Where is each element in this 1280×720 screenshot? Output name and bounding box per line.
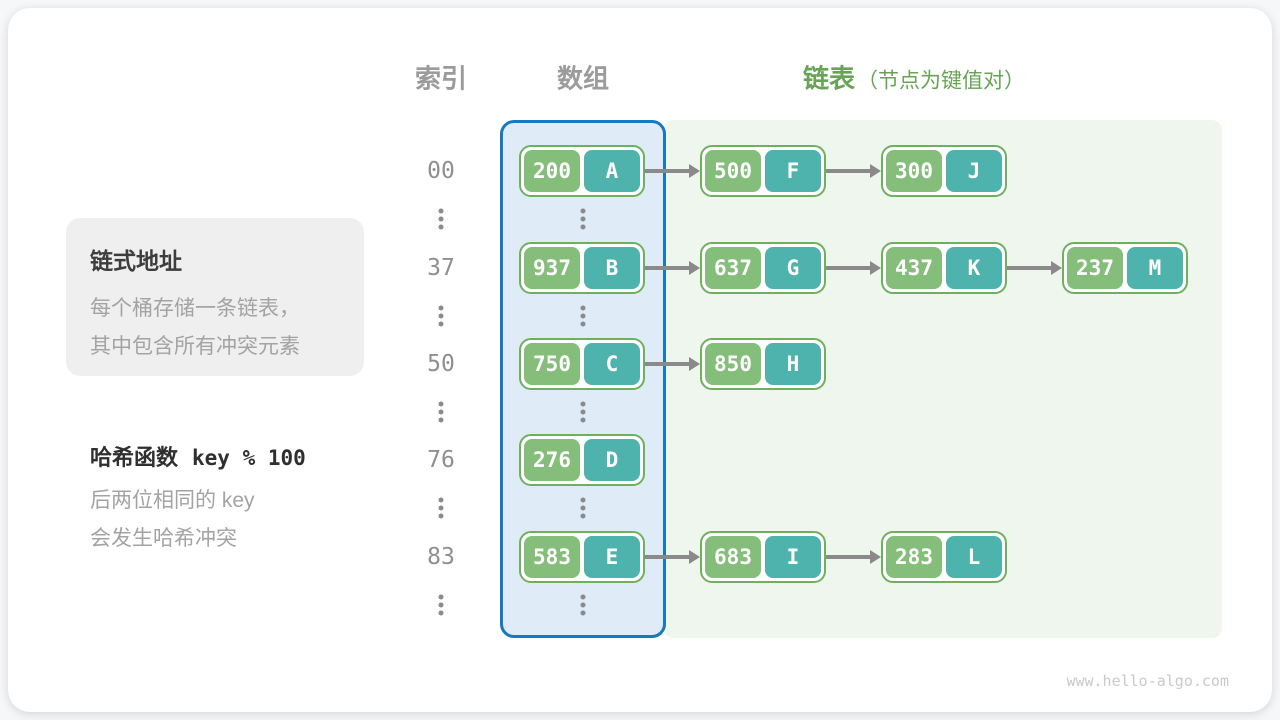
hash-function-label: 哈希函数 — [90, 445, 179, 470]
key-cell: 683 — [705, 536, 761, 578]
key-cell: 850 — [705, 343, 761, 385]
key-cell: 437 — [886, 247, 942, 289]
key-cell: 500 — [705, 150, 761, 192]
hash-function-note: 哈希函数 key % 100 后两位相同的 key 会发生哈希冲突 — [90, 440, 306, 558]
key-cell: 237 — [1067, 247, 1123, 289]
hash-function-formula: key % 100 — [192, 446, 306, 470]
key-cell: 583 — [524, 536, 580, 578]
value-cell: B — [584, 247, 640, 289]
arrow-icon — [645, 338, 700, 390]
index-label: 83 — [427, 544, 455, 570]
ellipsis-dots — [438, 497, 444, 519]
value-cell: I — [765, 536, 821, 578]
hash-function-title: 哈希函数 key % 100 — [90, 440, 306, 472]
key-cell: 937 — [524, 247, 580, 289]
index-label: 50 — [427, 351, 455, 377]
info-box-title: 链式地址 — [90, 248, 182, 274]
value-cell: G — [765, 247, 821, 289]
watermark: www.hello-algo.com — [1066, 672, 1229, 690]
column-header-index: 索引 — [414, 63, 468, 94]
arrow-icon — [1007, 242, 1062, 294]
ellipsis-dots — [580, 497, 586, 519]
ellipsis-dots — [580, 401, 586, 423]
index-label: 00 — [427, 158, 455, 184]
ellipsis-dots — [580, 305, 586, 327]
arrow-icon — [826, 242, 881, 294]
hash-note-line: 会发生哈希冲突 — [90, 527, 237, 550]
value-cell: J — [946, 150, 1002, 192]
value-cell: D — [584, 439, 640, 481]
value-cell: C — [584, 343, 640, 385]
list-header-note: （节点为键值对） — [857, 69, 1026, 93]
hash-note-line: 后两位相同的 key — [90, 489, 255, 512]
info-box: 链式地址 每个桶存储一条链表， 其中包含所有冲突元素 — [66, 218, 364, 376]
key-cell: 283 — [886, 536, 942, 578]
index-label: 76 — [427, 447, 455, 473]
arrow-icon — [826, 531, 881, 583]
ellipsis-dots — [438, 594, 444, 616]
ellipsis-dots — [580, 208, 586, 230]
list-header-label: 链表 — [803, 63, 856, 94]
ellipsis-dots — [580, 594, 586, 616]
column-header-list: 链表（节点为键值对） — [803, 59, 1025, 96]
ellipsis-dots — [438, 401, 444, 423]
key-cell: 200 — [524, 150, 580, 192]
info-box-line: 每个桶存储一条链表， — [90, 297, 300, 320]
arrow-icon — [826, 145, 881, 197]
column-header-array: 数组 — [556, 63, 610, 94]
value-cell: F — [765, 150, 821, 192]
key-cell: 637 — [705, 247, 761, 289]
value-cell: A — [584, 150, 640, 192]
value-cell: K — [946, 247, 1002, 289]
info-box-line: 其中包含所有冲突元素 — [90, 335, 300, 358]
key-cell: 300 — [886, 150, 942, 192]
arrow-icon — [645, 242, 700, 294]
ellipsis-dots — [438, 208, 444, 230]
key-cell: 750 — [524, 343, 580, 385]
ellipsis-dots — [438, 305, 444, 327]
key-cell: 276 — [524, 439, 580, 481]
index-label: 37 — [427, 255, 455, 281]
arrow-icon — [645, 145, 700, 197]
value-cell: L — [946, 536, 1002, 578]
value-cell: H — [765, 343, 821, 385]
diagram-card: 索引 数组 链表（节点为键值对） 链式地址 每个桶存储一条链表， 其中包含所有冲… — [8, 8, 1272, 712]
arrow-icon — [645, 531, 700, 583]
value-cell: E — [584, 536, 640, 578]
value-cell: M — [1127, 247, 1183, 289]
